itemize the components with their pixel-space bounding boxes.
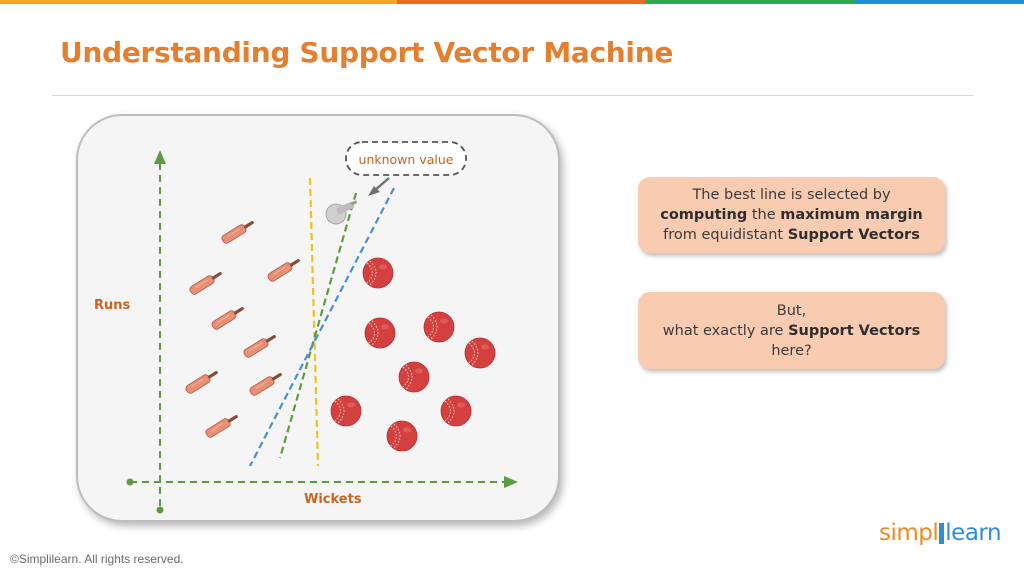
copyright-footer: ©Simplilearn. All rights reserved. (10, 552, 184, 566)
y-axis-label: Runs (94, 298, 131, 313)
cricket-ball-icon (464, 337, 496, 369)
slide-title: Understanding Support Vector Machine (60, 36, 674, 69)
logo-part-simpl: simpl (879, 520, 939, 546)
callout-best-line-line1: The best line is selected by (638, 185, 945, 205)
cricket-ball-icon (330, 395, 362, 427)
x-axis-label: Wickets (304, 492, 362, 507)
top-color-bar (0, 0, 1024, 4)
callout-text: from equidistant (663, 227, 788, 243)
logo-divider-bar (939, 523, 945, 544)
unknown-value-label: unknown value (359, 152, 454, 167)
unknown-value-box (345, 141, 467, 176)
callout-best-line-line3: from equidistant Support Vectors (638, 225, 945, 245)
svm-diagram: Runs Wickets unknown value (94, 141, 518, 514)
cricket-bat-icon (184, 367, 221, 396)
cricket-bat-icon (266, 255, 303, 284)
callout-bold-text: computing (660, 207, 748, 223)
svm-diagram-panel: Runs Wickets unknown value (76, 114, 560, 522)
callout-bold-text: Support Vectors (787, 227, 920, 243)
cricket-ball-icon (364, 317, 396, 349)
callout-question: But, what exactly are Support Vectors he… (638, 292, 945, 369)
callout-text: the (747, 207, 781, 223)
cricket-bat-icon (210, 303, 247, 332)
callout-bold-text: maximum margin (780, 207, 923, 223)
callout-best-line: The best line is selected by computing t… (638, 177, 945, 253)
separator-line-blue (249, 187, 395, 467)
callout-bold-text: Support Vectors (788, 322, 921, 339)
callout-best-line-line2: computing the maximum margin (638, 205, 945, 225)
cricket-bat-icon (220, 217, 257, 246)
top-bar-segment-green (645, 0, 855, 4)
cricket-ball-icon (362, 257, 394, 289)
top-bar-segment-orange (397, 0, 645, 4)
cricket-bat-icon (188, 268, 225, 297)
cricket-bat-icon (242, 331, 279, 360)
x-axis (126, 476, 518, 488)
callout-text: what exactly are (662, 322, 789, 339)
top-bar-segment-blue (855, 0, 1024, 4)
unknown-value-icon (325, 200, 357, 225)
callout-question-line3: here? (771, 342, 812, 359)
unknown-pointer-arrow (368, 177, 390, 196)
cricket-bat-icon (204, 411, 241, 440)
top-bar-segment-yellow (0, 0, 397, 4)
separator-line-yellow (308, 177, 320, 467)
logo-part-learn: learn (945, 520, 1002, 546)
cricket-bat-icon (248, 369, 285, 398)
callout-text: The best line is selected by (692, 187, 891, 203)
cricket-ball-icon (386, 420, 418, 452)
callout-question-line1: But, (776, 302, 807, 319)
cricket-ball-icon (398, 361, 430, 393)
title-divider (52, 95, 973, 96)
separator-line-green (278, 192, 358, 459)
cricket-ball-icon (423, 311, 455, 343)
y-axis (154, 150, 166, 514)
cricket-ball-icon (440, 395, 472, 427)
callout-question-line2: what exactly are Support Vectors (638, 321, 945, 341)
